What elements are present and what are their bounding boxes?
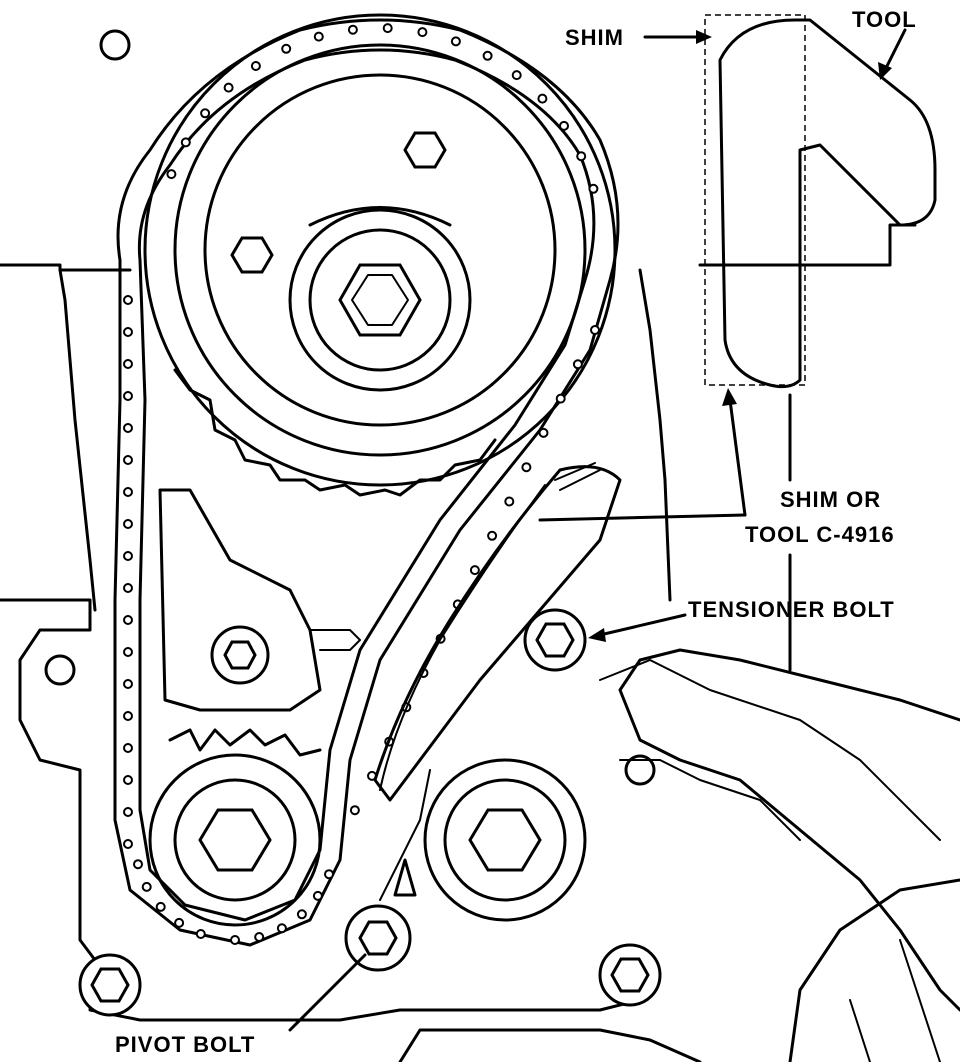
timing-chain (113, 18, 620, 947)
auxiliary-sprocket (423, 758, 587, 922)
chain-link-pin (123, 519, 133, 529)
chain-link-pin (123, 615, 133, 625)
chain-link-pin (324, 869, 334, 880)
chain-link-pin (349, 805, 360, 816)
chain-link-pin (123, 679, 133, 689)
chain-link-pin (254, 932, 265, 942)
crankshaft-sprocket (148, 728, 322, 927)
crankshaft-bolt-icon (198, 808, 272, 872)
chain-link-pin (123, 807, 133, 817)
labels: SHIM TOOL SHIM OR TOOL C-4916 TENSIONER … (115, 7, 917, 1057)
engine-block (0, 223, 960, 1062)
chain-link-pin (450, 36, 461, 47)
chain-link-pin (555, 393, 566, 404)
guide-bolt-icon (223, 640, 257, 670)
label-shim-or-line1: SHIM OR (780, 487, 881, 512)
tool-outline (718, 18, 937, 389)
dowel-hole-icon-2 (44, 654, 76, 686)
chain-link-pin (166, 169, 177, 180)
label-pivot-bolt: PIVOT BOLT (115, 1032, 255, 1057)
chain-link-pin (313, 31, 324, 42)
chain-link-pin (123, 551, 133, 561)
chain-link-pin (576, 151, 587, 162)
chain-link-pin (347, 24, 358, 35)
chain-link-pin (123, 487, 133, 497)
chain-link-pin (312, 890, 323, 901)
chain-link-pin (230, 935, 240, 945)
mounting-hardware (44, 29, 662, 1017)
tensioner-bolt-icon (535, 622, 575, 658)
label-shim-or-line2: TOOL C-4916 (745, 522, 895, 547)
chain-link-pin (123, 327, 133, 337)
chain-link-pin (469, 565, 480, 576)
chain-link-pin (296, 909, 307, 920)
chain-link-pin (276, 923, 287, 934)
chain-link-pin (155, 901, 166, 912)
chain-link-pin (141, 881, 152, 892)
label-shim: SHIM (565, 25, 624, 50)
chain-link-pin (504, 496, 515, 507)
chain-link-pin (482, 50, 493, 61)
pivot-bolt-icon (358, 920, 398, 956)
chain-link-pin (123, 775, 133, 785)
chain-link-pin (281, 43, 292, 54)
shim-outline (704, 14, 806, 386)
chain-link-pin (382, 23, 393, 34)
leader-lines (288, 28, 907, 1032)
camshaft-bolt-icon (338, 263, 422, 337)
chain-link-pin (588, 183, 599, 194)
label-tensioner-bolt: TENSIONER BOLT (688, 597, 895, 622)
arrow-mark-icon (393, 858, 417, 897)
chain-link-pin (250, 61, 261, 71)
chain-link-pin (123, 455, 133, 465)
chain-link-pin (123, 359, 133, 369)
chain-link-pin (590, 325, 600, 335)
chain-link-pin (133, 859, 143, 870)
sprocket-bolt-icon-1 (403, 131, 447, 169)
chain-link-pin (123, 423, 133, 433)
chain-link-pin (180, 137, 191, 148)
label-tool: TOOL (852, 7, 917, 32)
auxiliary-bolt-icon (468, 808, 542, 872)
chain-link-pin (537, 93, 548, 104)
chain-link-pin (521, 462, 532, 473)
chain-link-pin (123, 647, 133, 657)
chain-link-pin (572, 359, 583, 370)
dowel-hole-icon-3 (624, 754, 656, 786)
chain-link-pin (511, 70, 522, 81)
chain-link-pin (174, 917, 185, 928)
chain-link-pin (123, 743, 133, 753)
lower-right-bolt-icon (610, 957, 650, 993)
chain-link-pin (223, 82, 234, 93)
chain-link-pin (417, 27, 428, 38)
chain-link-pin (123, 839, 133, 849)
chain-link-pin (123, 295, 133, 305)
lower-left-bolt-icon (90, 967, 130, 1003)
chain-link-pin (195, 929, 206, 939)
chain-link-pin (538, 427, 549, 438)
chain-link-pin (487, 530, 498, 541)
chain-link-pin (123, 391, 133, 401)
chain-guide (158, 488, 361, 712)
chain-link-pin (200, 108, 211, 119)
sprocket-bolt-icon-2 (230, 236, 274, 274)
dowel-hole-icon (99, 29, 131, 61)
shim-and-tool (704, 14, 937, 389)
chain-link-pin (559, 120, 569, 131)
chain-link-pin (123, 583, 133, 593)
chain-tensioner (373, 462, 622, 802)
chain-link-pin (123, 711, 133, 721)
chain-links (123, 23, 600, 945)
